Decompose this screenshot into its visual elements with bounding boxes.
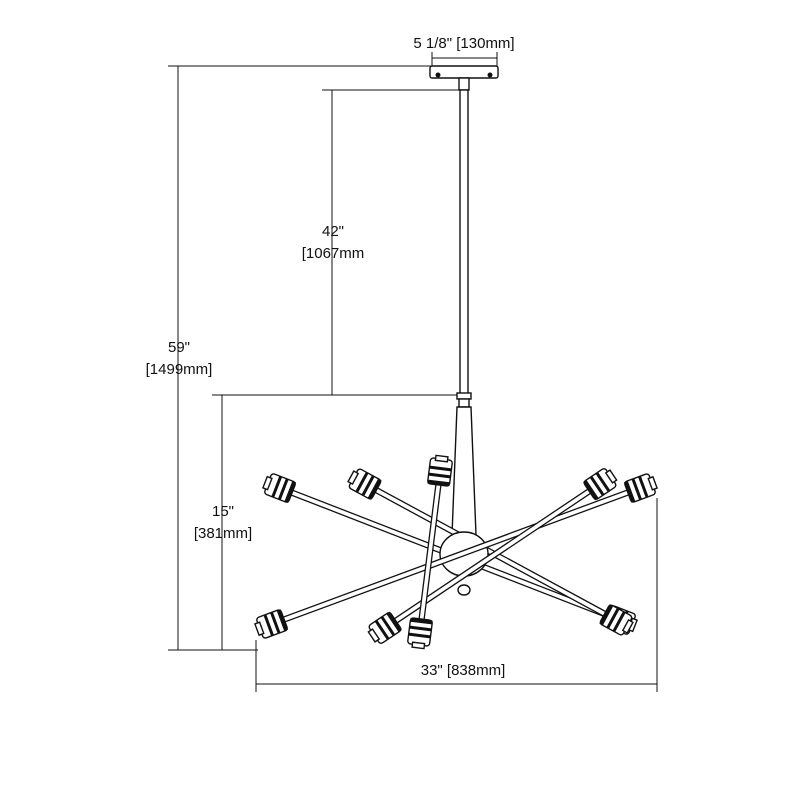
body-height-inch-label: 15" <box>212 503 234 520</box>
light-socket <box>407 617 433 650</box>
rod-height-mm-label: [1067mm <box>302 245 365 262</box>
light-socket <box>623 473 658 503</box>
ceiling-canopy <box>429 65 499 91</box>
rod-height-inch-label: 42" <box>322 223 344 240</box>
light-socket <box>583 468 618 501</box>
light-socket <box>254 609 289 639</box>
light-socket <box>427 454 453 487</box>
overall-height-inch-label: 59" <box>168 339 190 356</box>
canopy-width-label: 5 1/8" [130mm] <box>413 35 514 52</box>
light-socket <box>347 468 382 500</box>
body-height-mm-label: [381mm] <box>194 525 252 542</box>
dimension-lines <box>168 52 658 692</box>
fixture-arms-front <box>254 454 658 650</box>
overall-width-label: 33" [838mm] <box>421 662 506 679</box>
light-socket <box>367 611 402 644</box>
fixture-arm <box>367 468 618 644</box>
light-socket <box>599 604 634 636</box>
fixture-arm <box>407 454 453 650</box>
downrod <box>451 89 477 536</box>
fixture-arm <box>347 468 634 636</box>
light-socket <box>262 473 297 503</box>
overall-height-mm-label: [1499mm] <box>146 361 213 378</box>
